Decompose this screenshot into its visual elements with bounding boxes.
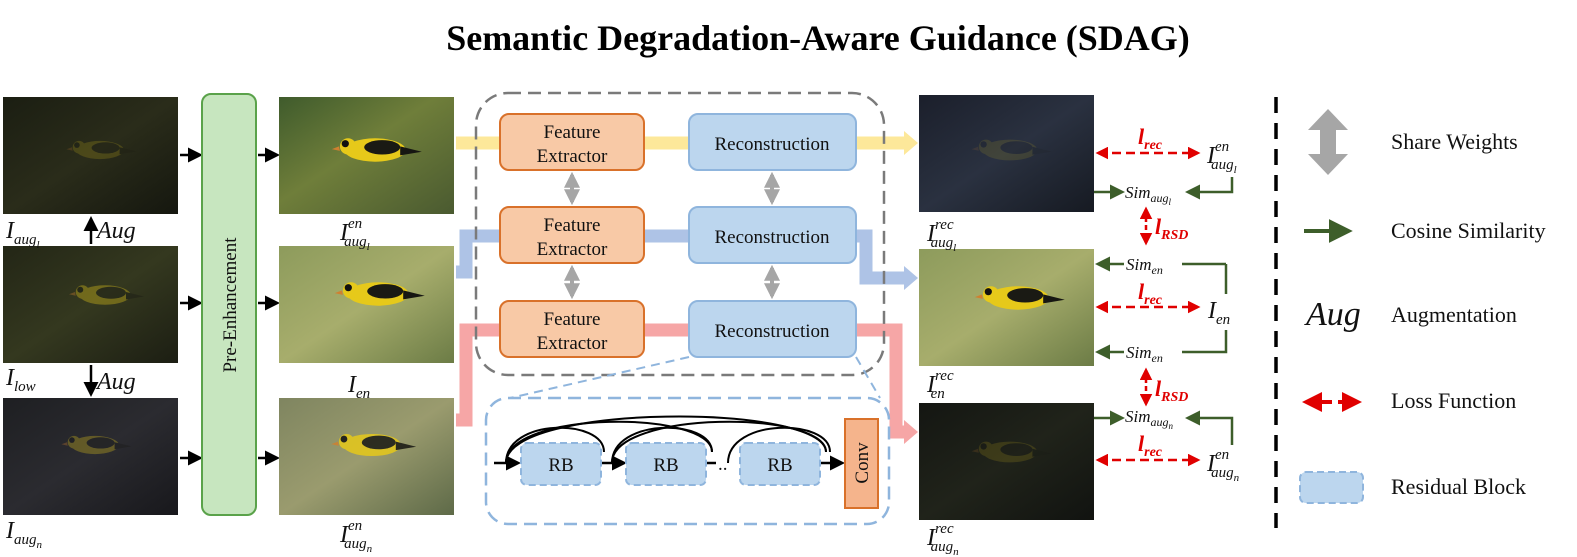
reconstruction-1: Reconstruction (688, 113, 857, 171)
reconstructed-image-aug-l (919, 95, 1094, 212)
loss-label-rec-1: lrec (1138, 124, 1163, 153)
legend-cosine-similarity-label: Cosine Similarity (1391, 218, 1546, 243)
legend: Share Weights Cosine Similarity Aug Augm… (1299, 109, 1546, 504)
sim-en-2: Simen (1126, 343, 1163, 365)
residual-block-icon (1299, 471, 1364, 504)
legend-residual-block-label: Residual Block (1391, 474, 1526, 499)
reconstruction-detail-region (484, 396, 891, 526)
feature-extractor-1: Feature Extractor (499, 113, 645, 171)
aug-label-top: Aug (95, 218, 136, 244)
share-weights-icon (1308, 109, 1348, 175)
aug-label-bottom: Aug (95, 369, 136, 395)
reconstruction-2: Reconstruction (688, 206, 857, 264)
legend-share-weights: Share Weights (1308, 109, 1518, 175)
legend-loss-function: Loss Function (1302, 388, 1516, 413)
legend-share-weights-label: Share Weights (1391, 129, 1518, 154)
stream-red-head (904, 420, 918, 444)
residual-block-3: RB (739, 442, 821, 486)
legend-augmentation-label: Augmentation (1391, 302, 1517, 327)
zoom-line-right (855, 356, 881, 399)
svg-text:Conv: Conv (852, 442, 873, 484)
input-image-aug-l (3, 97, 178, 214)
sim-en-1: Simen (1126, 255, 1163, 277)
stream-red (456, 323, 906, 439)
cosine-arrow-7 (1185, 410, 1234, 445)
stream-yellow-head (904, 131, 918, 155)
reconstruction-3: Reconstruction (688, 300, 857, 358)
reconstructed-image-en (919, 249, 1094, 366)
enhanced-image-en (279, 246, 454, 363)
rsd-label-2: lRSD (1155, 376, 1188, 405)
svg-text:Feature: Feature (544, 122, 601, 143)
label-i-aug-n: Iaugn (5, 518, 43, 551)
legend-augmentation: Aug Augmentation (1304, 296, 1517, 333)
legend-loss-function-label: Loss Function (1391, 388, 1516, 413)
svg-text:Feature: Feature (544, 309, 601, 330)
loss-label-rec-2: lrec (1138, 279, 1163, 308)
svg-text:RB: RB (653, 455, 678, 476)
residual-block-1: RB (520, 442, 602, 486)
feature-extractor-3: Feature Extractor (499, 300, 645, 358)
svg-text:Reconstruction: Reconstruction (714, 227, 830, 248)
svg-text:RB: RB (767, 455, 792, 476)
legend-cosine-similarity: Cosine Similarity (1304, 218, 1546, 243)
sim-aug-l: Simaugl (1125, 183, 1172, 207)
stream-blue-head (904, 266, 918, 290)
stream-blue (456, 229, 906, 285)
rsd-label-1: lRSD (1155, 214, 1188, 243)
svg-text:Feature: Feature (544, 215, 601, 236)
diagram-title: Semantic Degradation-Aware Guidance (SDA… (446, 18, 1190, 58)
svg-text:Reconstruction: Reconstruction (714, 134, 830, 155)
svg-text:Extractor: Extractor (537, 146, 608, 167)
label-i-aug-l: Iaugl (5, 218, 40, 251)
shared-network-region (474, 91, 886, 377)
pre-enhancement-block (201, 93, 257, 516)
enhanced-image-aug-n (279, 398, 454, 515)
label-i-low: Ilow (5, 365, 36, 395)
svg-text:RB: RB (548, 455, 573, 476)
svg-text:Extractor: Extractor (537, 333, 608, 354)
pre-enhancement-label: Pre-Enhancement (220, 237, 241, 373)
svg-text:Extractor: Extractor (537, 239, 608, 260)
aug-symbol: Aug (1304, 296, 1361, 333)
cosine-arrow-1 (1185, 177, 1234, 200)
svg-text:Reconstruction: Reconstruction (714, 321, 830, 342)
input-image-low (3, 246, 178, 363)
residual-block-2: RB (625, 442, 707, 486)
legend-residual-block: Residual Block (1299, 471, 1526, 504)
zoom-line-left (509, 356, 690, 399)
reconstructed-image-aug-n (919, 403, 1094, 520)
label-i-en: Ien (347, 372, 370, 402)
target-i-en: Ien (1207, 298, 1230, 328)
loss-label-rec-3: lrec (1138, 431, 1163, 460)
skip-connections (505, 415, 831, 464)
rb-ellipsis: .. (718, 454, 728, 475)
conv-block: Conv (844, 418, 879, 509)
sim-aug-n: Simaugn (1125, 407, 1174, 431)
enhanced-image-aug-l (279, 97, 454, 214)
feature-extractor-2: Feature Extractor (499, 206, 645, 264)
input-image-aug-n (3, 398, 178, 515)
